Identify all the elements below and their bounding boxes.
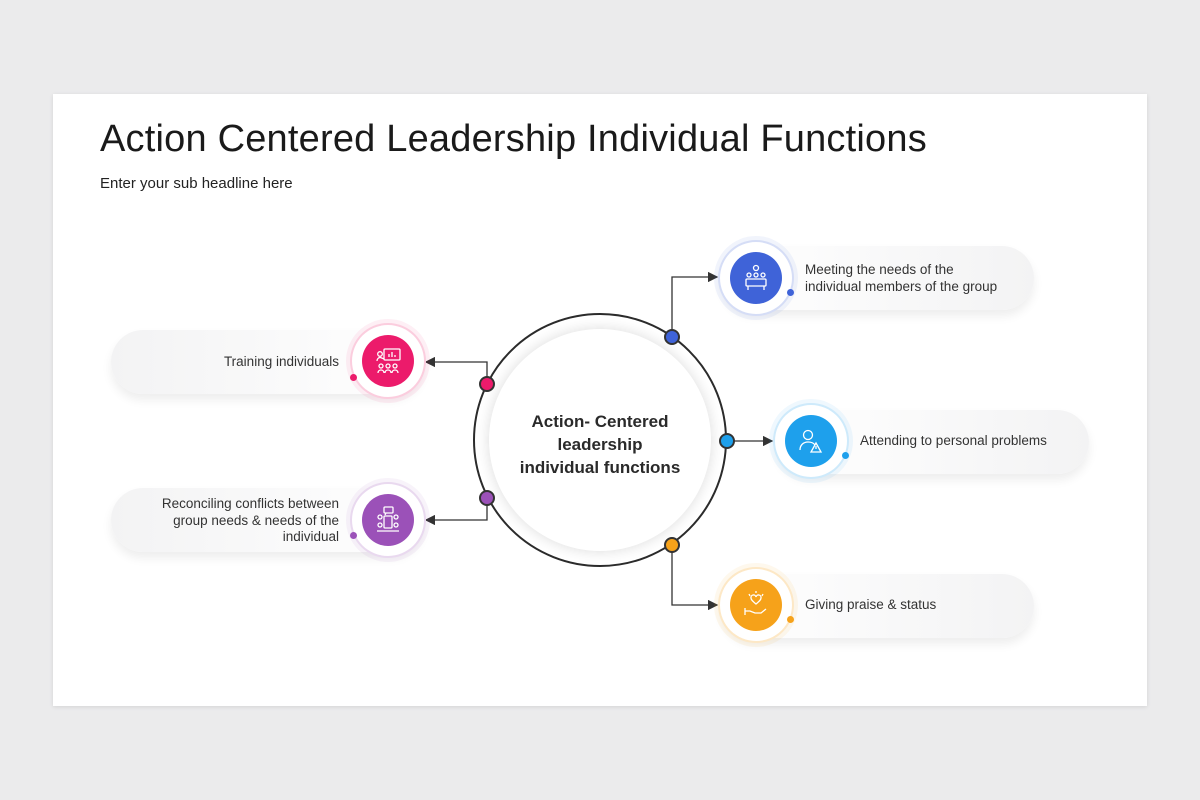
- item-label-meeting-needs-line-2: individual members of the group: [805, 278, 998, 294]
- item-label-personal-problems-line-1: Attending to personal problems: [860, 433, 1047, 448]
- ring-dot-blue-light: [719, 433, 735, 449]
- person-problem-icon: [785, 415, 837, 467]
- item-label-meeting-needs: Meeting the needs of the individual memb…: [805, 262, 1025, 295]
- conflict-resolution-icon: [362, 494, 414, 546]
- connector-top-right: [671, 271, 719, 337]
- item-label-training-line-1: Training individuals: [223, 354, 339, 369]
- center-label: Action- Centered leadership individual f…: [510, 410, 690, 479]
- item-label-praise-status-line-1: Giving praise & status: [805, 597, 937, 612]
- center-label-line-1: Action- Centered: [531, 412, 669, 431]
- accent-dot-praise-status: [787, 616, 794, 623]
- accent-dot-meeting-needs: [787, 289, 794, 296]
- ring-dot-blue-dark: [664, 329, 680, 345]
- item-label-praise-status: Giving praise & status: [805, 597, 1025, 614]
- training-presentation-icon: [362, 335, 414, 387]
- ring-dot-purple: [479, 490, 495, 506]
- item-label-reconciling-line-1: Reconciling conflicts between: [161, 496, 339, 511]
- center-inner-circle: [489, 329, 711, 551]
- ring-dot-pink: [479, 376, 495, 392]
- item-label-reconciling: Reconciling conflicts between group need…: [118, 496, 339, 546]
- praise-hand-icon: [730, 579, 782, 631]
- item-label-reconciling-line-2: group needs & needs of the: [173, 512, 339, 528]
- connector-top-left: [424, 356, 488, 384]
- accent-dot-personal-problems: [842, 452, 849, 459]
- group-meeting-icon: [730, 252, 782, 304]
- page-title: Action Centered Leadership Individual Fu…: [100, 118, 927, 160]
- center-label-line-3: individual functions: [519, 458, 681, 477]
- accent-dot-reconciling: [350, 532, 357, 539]
- item-label-personal-problems: Attending to personal problems: [860, 433, 1080, 450]
- item-label-reconciling-line-3: individual: [282, 529, 339, 544]
- connector-bottom-right: [671, 545, 719, 611]
- item-label-training: Training individuals: [118, 354, 339, 371]
- accent-dot-training: [350, 374, 357, 381]
- page-subtitle: Enter your sub headline here: [100, 175, 293, 192]
- center-label-line-2: leadership: [557, 435, 643, 454]
- ring-dot-orange: [664, 537, 680, 553]
- item-label-meeting-needs-line-1: Meeting the needs of the: [805, 262, 954, 277]
- connector-bottom-left: [424, 498, 488, 526]
